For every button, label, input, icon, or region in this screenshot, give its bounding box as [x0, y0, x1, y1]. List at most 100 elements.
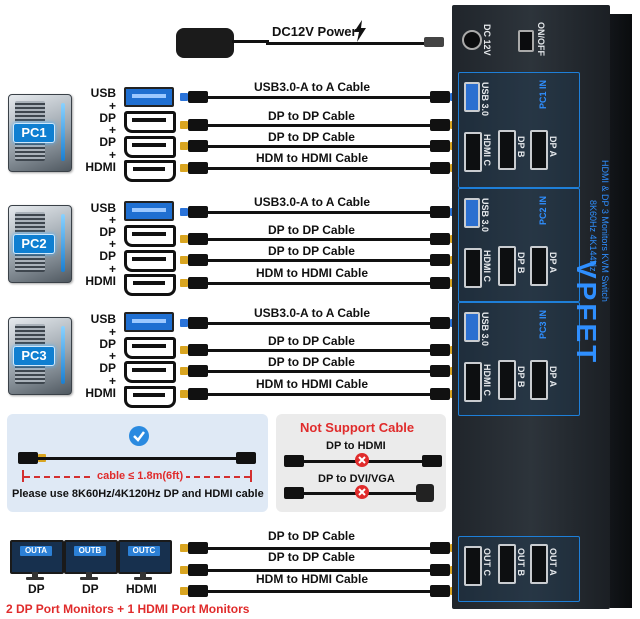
- pc2-port-label-6: HDMI: [85, 274, 116, 288]
- pc3-port-label-2: DP: [99, 337, 116, 351]
- dc-in-label: DC 12V: [482, 24, 492, 56]
- pc2-dp1-cable-tip-left: [180, 235, 188, 243]
- pc1-dp2-cable-tip-left: [180, 142, 188, 150]
- monitor-b: OUTB: [64, 540, 118, 574]
- pc2-dp2-port: [124, 250, 176, 272]
- pc1-dp2-port: [124, 136, 176, 158]
- pc2-hdmi-port: [124, 274, 176, 296]
- not-support-item2-label: DP to DVI/VGA: [318, 473, 395, 485]
- pc1-port-label-5: +: [108, 148, 116, 162]
- pc3-badge: PC3: [13, 346, 55, 366]
- pc3-port-label-3: +: [108, 349, 116, 363]
- pc3-usb-cable-tip-left: [180, 319, 188, 327]
- pc1-dp2-cable-plug-right: [430, 140, 450, 152]
- pc1-usb-cable-label: USB3.0-A to A Cable: [254, 80, 371, 94]
- pc1-in-hdmi-port: [464, 132, 482, 172]
- pc3-in-dpb-label: DP B: [516, 366, 526, 388]
- out-b-cable-plug-left: [188, 564, 208, 576]
- pc3-dp2-cable-plug-left: [188, 365, 208, 377]
- pc1-in-dpb-port: [498, 130, 516, 170]
- pc2-usb-cable-plug-right: [430, 206, 450, 218]
- length-cable-plug-right: [236, 452, 256, 464]
- out-c-hdmi-port: [464, 546, 482, 586]
- pc1-tower: PC1: [8, 94, 72, 172]
- pc3-dp1-cable-tip-left: [180, 346, 188, 354]
- pc3-hdmi-cable-label: HDM to HDMI Cable: [256, 377, 368, 391]
- pc1-usb-cable-plug-left: [188, 91, 208, 103]
- lightning-icon: [352, 20, 368, 42]
- pc3-dp2-port: [124, 361, 176, 383]
- monitor-a-base: [26, 577, 44, 580]
- pc1-in-label: PC1 IN: [538, 80, 548, 110]
- pc2-dp1-cable: [206, 238, 432, 241]
- pc1-port-label-0: USB: [90, 86, 116, 100]
- pc3-in-label: PC3 IN: [538, 310, 548, 340]
- pc2-tower: PC2: [8, 205, 72, 283]
- pc3-in-dpa-label: DP A: [548, 366, 558, 388]
- pc2-dp1-cable-plug-right: [430, 233, 450, 245]
- out-b-cable-plug-right: [430, 564, 450, 576]
- pc2-dp2-cable: [206, 259, 432, 262]
- pc3-hdmi-cable-tip-left: [180, 390, 188, 398]
- brand-logo: VPFET: [571, 260, 602, 366]
- power-plug: [424, 37, 444, 47]
- pc2-port-label-2: DP: [99, 225, 116, 239]
- pc1-in-usb-port: [464, 82, 480, 112]
- pc1-usb-cable-tip-left: [180, 93, 188, 101]
- pc2-hdmi-cable: [206, 282, 432, 285]
- dp-hdmi-plug-right: [422, 455, 442, 467]
- pc1-in-usb-label: USB 3.0: [480, 82, 490, 117]
- pc2-hdmi-cable-plug-right: [430, 277, 450, 289]
- monitor-c-stand: [140, 572, 146, 578]
- out-b-label: OUT B: [516, 548, 526, 576]
- pc2-usb-cable-label: USB3.0-A to A Cable: [254, 195, 371, 209]
- pc2-port-label-4: DP: [99, 249, 116, 263]
- out-b-cable: [206, 569, 432, 572]
- pc3-port-label-5: +: [108, 374, 116, 388]
- pc1-dp1-cable: [206, 124, 432, 127]
- pc3-in-hdmi-label: HDMI C: [482, 364, 492, 396]
- pc3-dp1-cable: [206, 349, 432, 352]
- pc1-dp1-cable-plug-right: [430, 119, 450, 131]
- pc3-port-label-4: DP: [99, 361, 116, 375]
- pc2-port-label-1: +: [108, 213, 116, 227]
- pc3-in-usb-port: [464, 312, 480, 342]
- pc1-in-dpa-port: [530, 130, 548, 170]
- pc2-port-label-5: +: [108, 262, 116, 276]
- out-a-cable-plug-left: [188, 542, 208, 554]
- pc3-dp2-cable-label: DP to DP Cable: [268, 355, 355, 369]
- pc2-in-dpb-port: [498, 246, 516, 286]
- pc3-port-label-6: HDMI: [85, 386, 116, 400]
- pc3-dp1-cable-plug-right: [430, 344, 450, 356]
- length-marker-left: [22, 470, 24, 482]
- pc1-dp1-cable-tip-left: [180, 121, 188, 129]
- pc2-hdmi-cable-label: HDM to HDMI Cable: [256, 266, 368, 280]
- out-a-cable-plug-right: [430, 542, 450, 554]
- pc2-in-hdmi-label: HDMI C: [482, 250, 492, 282]
- pc2-port-label-3: +: [108, 237, 116, 251]
- power-toggle: [518, 30, 534, 52]
- x-mark-icon: [354, 452, 370, 468]
- pc2-in-hdmi-port: [464, 248, 482, 288]
- out-c-cable-label: HDM to HDMI Cable: [256, 572, 368, 586]
- pc1-port-label-1: +: [108, 99, 116, 113]
- pc2-usb-port: [124, 201, 174, 221]
- not-support-title: Not Support Cable: [300, 420, 415, 435]
- pc1-in-hdmi-label: HDMI C: [482, 134, 492, 166]
- pc1-dp1-cable-label: DP to DP Cable: [268, 109, 355, 123]
- pc2-in-dpa-label: DP A: [548, 252, 558, 274]
- pc1-badge: PC1: [13, 123, 55, 143]
- pc3-hdmi-cable-plug-left: [188, 388, 208, 400]
- pc1-port-label-6: HDMI: [85, 160, 116, 174]
- dp-hdmi-plug-left: [284, 455, 304, 467]
- pc2-in-usb-port: [464, 198, 480, 228]
- pc1-port-label-3: +: [108, 123, 116, 137]
- pc3-dp2-cable-tip-left: [180, 367, 188, 375]
- pc2-dp2-cable-plug-left: [188, 254, 208, 266]
- out-c-cable: [206, 590, 432, 593]
- pc2-hdmi-cable-tip-left: [180, 279, 188, 287]
- pc2-dp1-cable-plug-left: [188, 233, 208, 245]
- pc2-dp1-port: [124, 225, 176, 247]
- cable-quality-note: Please use 8K60Hz/4K120Hz DP and HDMI ca…: [12, 488, 264, 500]
